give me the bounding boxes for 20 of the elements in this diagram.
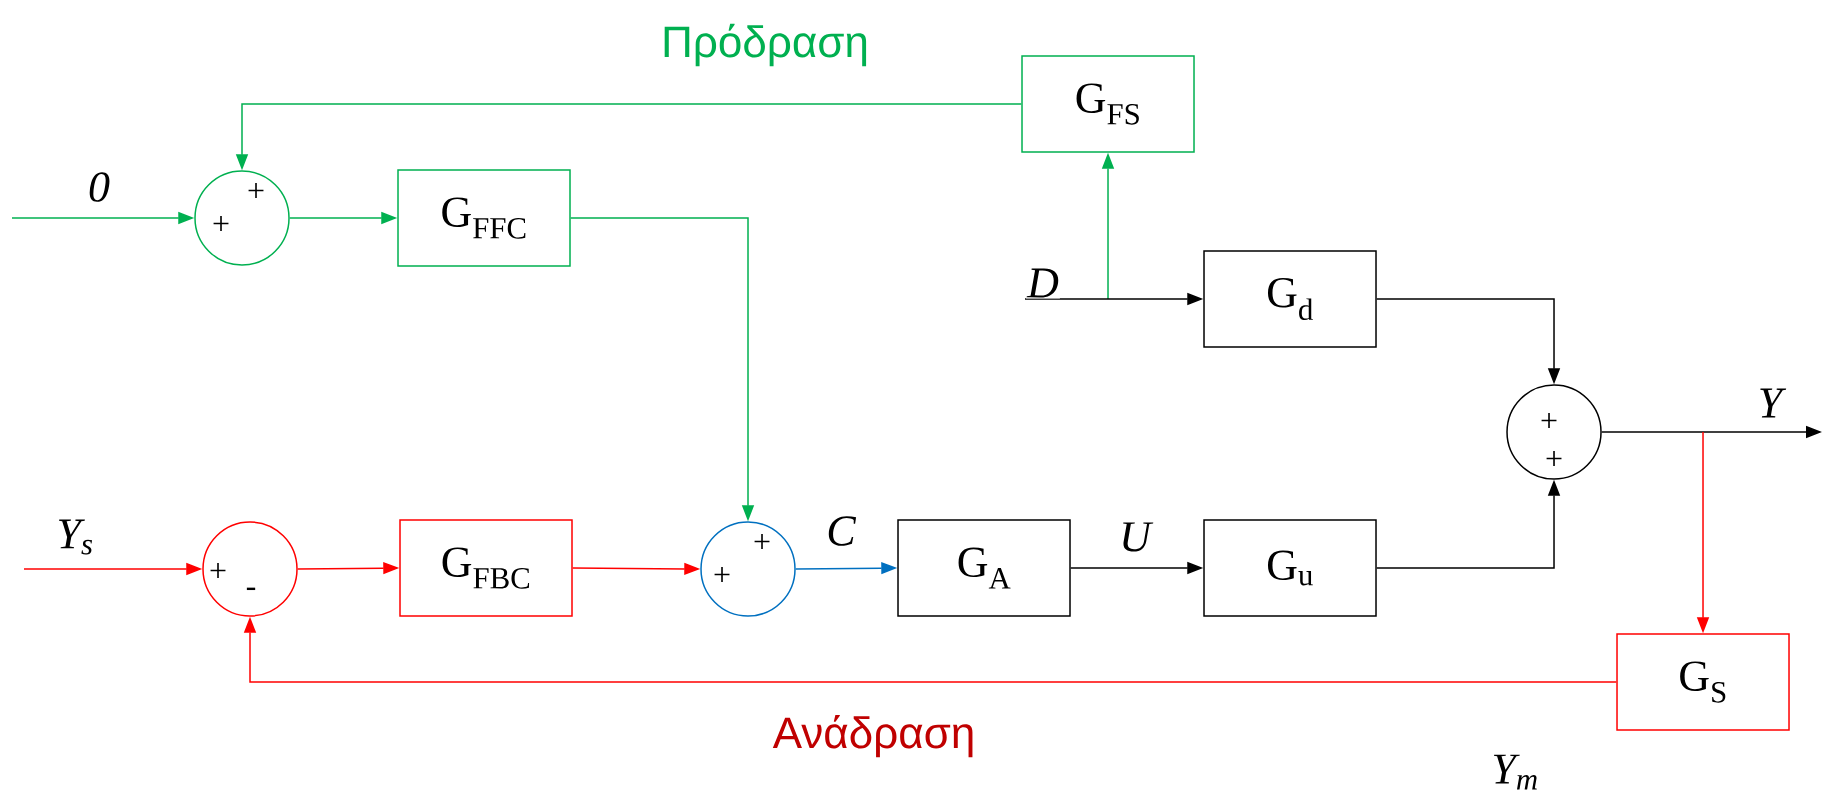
section-heading: Ανάδραση <box>772 714 973 758</box>
signal-label: Y$_{s}$ <box>55 518 95 556</box>
signal-label: Y$_{m}$ <box>1493 754 1537 790</box>
block-box: G$_{u}$ <box>1203 519 1377 617</box>
block-box: G$_{FS}$ <box>1021 55 1195 153</box>
signal-label: Y <box>1756 387 1787 419</box>
signal-label: C <box>825 515 857 547</box>
summing-junction: + - <box>202 521 298 617</box>
block-box: G$_{FFC}$ <box>397 169 571 267</box>
block-box: G$_{FBC}$ <box>399 519 573 617</box>
summing-junction: + + <box>194 170 290 266</box>
signal-label: 0 <box>87 171 111 203</box>
section-heading: Πρόδραση <box>664 23 867 67</box>
summing-junction: + + <box>700 521 796 617</box>
signal-label: U <box>1118 521 1154 553</box>
summing-junction: + + <box>1506 384 1602 480</box>
block-box: G$_{A}$ <box>897 519 1071 617</box>
signal-label: D <box>1026 267 1060 299</box>
block-box: G$_{S}$ <box>1616 633 1790 731</box>
block-box: G$_{d}$ <box>1203 250 1377 348</box>
